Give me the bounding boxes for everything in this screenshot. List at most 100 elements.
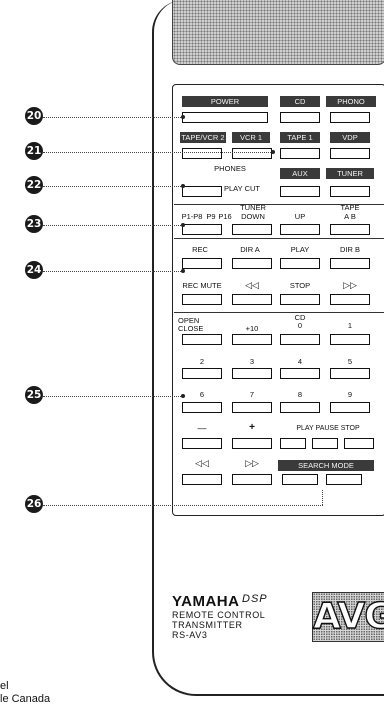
digit-3-button[interactable] — [232, 368, 272, 379]
callout-24: 24 — [25, 261, 43, 279]
plus-label: + — [249, 422, 255, 433]
digit-6-button[interactable] — [182, 402, 222, 413]
digit-6-label: 6 — [199, 390, 205, 399]
callout-26: 26 — [25, 495, 43, 513]
digit-0-label: 0 — [297, 321, 303, 330]
rec-mute-button[interactable] — [182, 294, 222, 305]
tuner-button[interactable] — [330, 186, 370, 197]
rewind-icon: ◁◁ — [245, 280, 259, 290]
cd-pause-button[interactable] — [312, 438, 338, 449]
model-line-2: TRANSMITTER — [172, 620, 243, 630]
leader-dot — [271, 150, 275, 154]
model-line-1: REMOTE CONTROL — [172, 610, 266, 620]
leader-line — [43, 186, 183, 187]
phones-button[interactable] — [182, 186, 222, 197]
digit-9-label: 9 — [347, 390, 353, 399]
digit-9-button[interactable] — [330, 402, 370, 413]
skip-forward-button[interactable] — [232, 474, 272, 485]
leader-line — [43, 396, 183, 397]
avg-badge: AVG — [312, 592, 384, 642]
caption-line-1: el — [0, 680, 9, 692]
dir-b-label: DIR B — [339, 245, 360, 254]
digit-5-button[interactable] — [330, 368, 370, 379]
play-label: PLAY — [290, 245, 310, 254]
preset-p9-label: P9 — [206, 212, 216, 221]
digit-1-button[interactable] — [330, 334, 370, 345]
play-button[interactable] — [280, 258, 320, 269]
plus-button[interactable] — [232, 438, 272, 449]
leader-dot — [181, 115, 185, 119]
stop-label: STOP — [289, 281, 311, 290]
leader-line — [43, 505, 323, 506]
button-panel — [172, 84, 384, 516]
cd-stop-button[interactable] — [344, 438, 374, 449]
digit-3-label: 3 — [249, 357, 255, 366]
search-mode-button-2[interactable] — [326, 474, 362, 485]
rewind-button[interactable] — [232, 294, 272, 305]
close-label: CLOSE — [178, 324, 204, 333]
play-cut-label: PLAY CUT — [224, 184, 260, 193]
tuner-up-label: UP — [294, 212, 306, 221]
leader-line — [322, 490, 323, 505]
digit-4-button[interactable] — [280, 368, 320, 379]
leader-dot — [181, 184, 185, 188]
leader-dot — [181, 223, 185, 227]
digit-1-label: 1 — [347, 321, 353, 330]
open-close-button[interactable] — [182, 334, 222, 345]
tape-ab-label: TAPE — [340, 203, 360, 212]
open-label: OPEN — [178, 316, 200, 325]
callout-25: 25 — [25, 386, 43, 404]
rec-button[interactable] — [182, 258, 222, 269]
plus-ten-button[interactable] — [232, 334, 272, 345]
tape-vcr2-label: TAPE/VCR 2 — [180, 132, 226, 143]
phono-button[interactable] — [330, 112, 370, 123]
skip-forward-icon: ▷▷ — [245, 458, 259, 468]
skip-back-icon: ◁◁ — [195, 458, 209, 468]
vcr1-button[interactable] — [232, 148, 272, 159]
callout-22: 22 — [25, 176, 43, 194]
tuner-down-button[interactable] — [232, 224, 272, 235]
minus-button[interactable] — [182, 438, 222, 449]
tuner-section-label: TUNER — [240, 203, 266, 212]
fast-forward-button[interactable] — [330, 294, 370, 305]
tape1-label: TAPE 1 — [280, 132, 320, 143]
tape1-button[interactable] — [280, 148, 320, 159]
stop-button[interactable] — [280, 294, 320, 305]
vdp-label: VDP — [330, 132, 370, 143]
dir-b-button[interactable] — [330, 258, 370, 269]
leader-dot — [181, 269, 185, 273]
dir-a-button[interactable] — [232, 258, 272, 269]
skip-back-button[interactable] — [182, 474, 222, 485]
caption-line-2: le Canada — [0, 693, 51, 705]
search-mode-label: SEARCH MODE — [278, 460, 374, 471]
aux-button[interactable] — [280, 186, 320, 197]
tape-vcr2-button[interactable] — [182, 148, 222, 159]
dir-a-label: DIR A — [240, 245, 260, 254]
digit-7-button[interactable] — [232, 402, 272, 413]
leader-dot — [181, 394, 185, 398]
cd-button[interactable] — [280, 112, 320, 123]
leader-line — [43, 225, 183, 226]
model-line-3: RS-AV3 — [172, 630, 208, 640]
callout-23: 23 — [25, 215, 43, 233]
preset-button[interactable] — [182, 224, 222, 235]
rec-mute-label: REC MUTE — [182, 281, 222, 290]
minus-label: — — [197, 423, 207, 433]
tape-ab-button[interactable] — [330, 224, 370, 235]
vdp-button[interactable] — [330, 148, 370, 159]
callout-21: 21 — [25, 142, 43, 160]
cd-play-button[interactable] — [280, 438, 306, 449]
fast-forward-icon: ▷▷ — [343, 280, 357, 290]
divider — [174, 312, 384, 313]
ir-window — [172, 0, 384, 65]
digit-2-button[interactable] — [182, 368, 222, 379]
digit-8-button[interactable] — [280, 402, 320, 413]
vcr1-label: VCR 1 — [232, 132, 270, 143]
rec-label: REC — [192, 245, 208, 254]
dsp-logo: DSP — [242, 593, 268, 605]
digit-0-button[interactable] — [280, 334, 320, 345]
tuner-up-button[interactable] — [280, 224, 320, 235]
search-mode-button-1[interactable] — [282, 474, 318, 485]
power-button[interactable] — [182, 112, 268, 123]
phones-label: PHONES — [214, 164, 246, 173]
